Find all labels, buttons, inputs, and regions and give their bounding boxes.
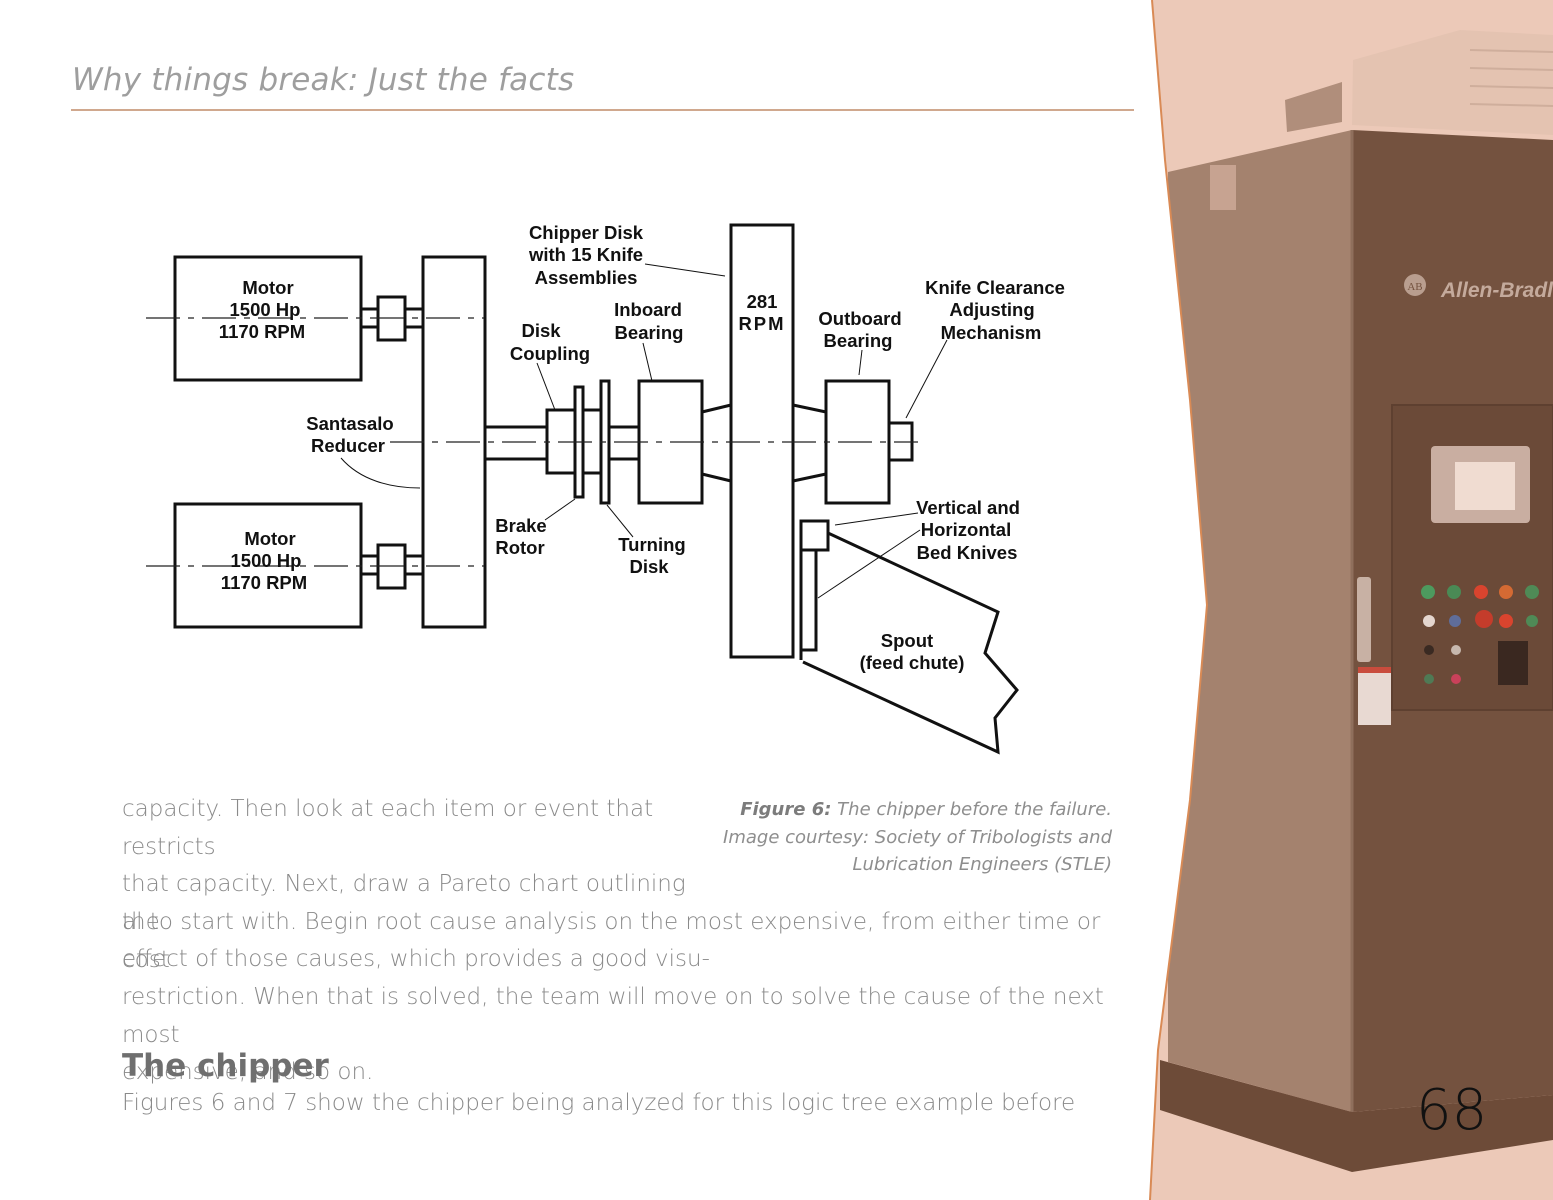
body-line: that capacity. Next, draw a Pareto chart… — [122, 871, 686, 935]
diagram-labels: Motor 1500 Hp 1170 RPM Motor 1500 Hp 117… — [219, 222, 1065, 673]
page-number: 68 — [1416, 1078, 1488, 1143]
chipper-disk-label-2: with 15 Knife — [528, 244, 643, 265]
reducer-label-1: Santasalo — [306, 413, 393, 434]
disk-rpm-value: 281 — [747, 291, 778, 312]
body-line: restriction. When that is solved, the te… — [122, 984, 1104, 1048]
hmi-screen — [1431, 446, 1530, 523]
turning-disk-label-2: Disk — [629, 556, 669, 577]
chipper-disk-label-1: Chipper Disk — [529, 222, 644, 243]
spout-outline — [802, 531, 1019, 755]
body-line: capacity. Then look at each item or even… — [122, 796, 654, 860]
motor-bottom-label-3: 1170 RPM — [221, 572, 307, 593]
inboard-bearing-label-1: Inboard — [614, 299, 682, 320]
outboard-bearing-label-2: Bearing — [824, 330, 893, 351]
brand-text: Allen-Bradley — [1440, 279, 1553, 302]
brake-rotor-label-2: Rotor — [495, 537, 544, 558]
body-paragraph-left: capacity. Then look at each item or even… — [122, 791, 722, 979]
bed-knives-label-2: Horizontal — [921, 519, 1011, 540]
figure-caption: Figure 6: The chipper before the failure… — [692, 796, 1112, 879]
horizontal-bed-knife — [799, 519, 830, 552]
body-line: effect of those causes, which provides a… — [122, 946, 710, 972]
motor-top-label-2: 1500 Hp — [230, 299, 301, 320]
body-line: expensive, and so on. — [122, 1059, 374, 1085]
chipper-disk — [729, 223, 795, 659]
chipper-disk-label-3: Assemblies — [535, 267, 638, 288]
vertical-bed-knife — [799, 548, 818, 652]
knife-clearance-label-2: Adjusting — [949, 299, 1034, 320]
ab-logo-text: AB — [1407, 281, 1422, 293]
motor-bottom-label-2: 1500 Hp — [231, 550, 302, 571]
bed-knives-label-3: Bed Knives — [917, 542, 1018, 563]
caption-credit-2: Lubrication Engineers (STLE) — [852, 854, 1112, 875]
chipper-diagram: Motor 1500 Hp 1170 RPM Motor 1500 Hp 117… — [146, 222, 1065, 755]
body-line: al to start with. Begin root cause analy… — [122, 909, 1101, 973]
section-paragraph: Figures 6 and 7 show the chipper being a… — [122, 1090, 1076, 1116]
motor-bottom-label-1: Motor — [244, 528, 295, 549]
cabinet-front-face — [1352, 130, 1553, 1112]
outboard-bearing-label-1: Outboard — [818, 308, 901, 329]
photo-background — [1150, 0, 1553, 1200]
header-rule — [71, 109, 1134, 111]
disk-rpm-unit: RPM — [738, 313, 785, 334]
inboard-bearing-label-2: Bearing — [615, 322, 684, 343]
body-paragraph-full: al to start with. Begin root cause analy… — [122, 904, 1122, 1092]
caption-text: The chipper before the failure. — [831, 799, 1112, 820]
turning-disk-label-1: Turning — [618, 534, 685, 555]
motor-top-label-3: 1170 RPM — [219, 321, 305, 342]
knife-clearance-label-3: Mechanism — [941, 322, 1042, 343]
brake-rotor-label-1: Brake — [495, 515, 546, 536]
motor-top-label-1: Motor — [242, 277, 293, 298]
running-header-title: Why things break: Just the facts — [72, 62, 575, 98]
knife-clearance-label-1: Knife Clearance — [925, 277, 1065, 298]
spout-label-1: Spout — [881, 630, 933, 651]
disk-coupling-label-1: Disk — [521, 320, 561, 341]
caption-credit-1: Image courtesy: Society of Tribologists … — [723, 826, 1112, 848]
caption-label: Figure 6: — [740, 799, 832, 820]
cabinet-left-face — [1168, 130, 1352, 1112]
section-heading: The chipper — [122, 1048, 329, 1084]
bed-knives-label-1: Vertical and — [916, 497, 1020, 518]
reducer-label-2: Reducer — [311, 435, 385, 456]
disk-coupling-label-2: Coupling — [510, 343, 590, 364]
spout-label-2: (feed chute) — [860, 652, 965, 673]
ab-logo-icon — [1404, 274, 1426, 296]
